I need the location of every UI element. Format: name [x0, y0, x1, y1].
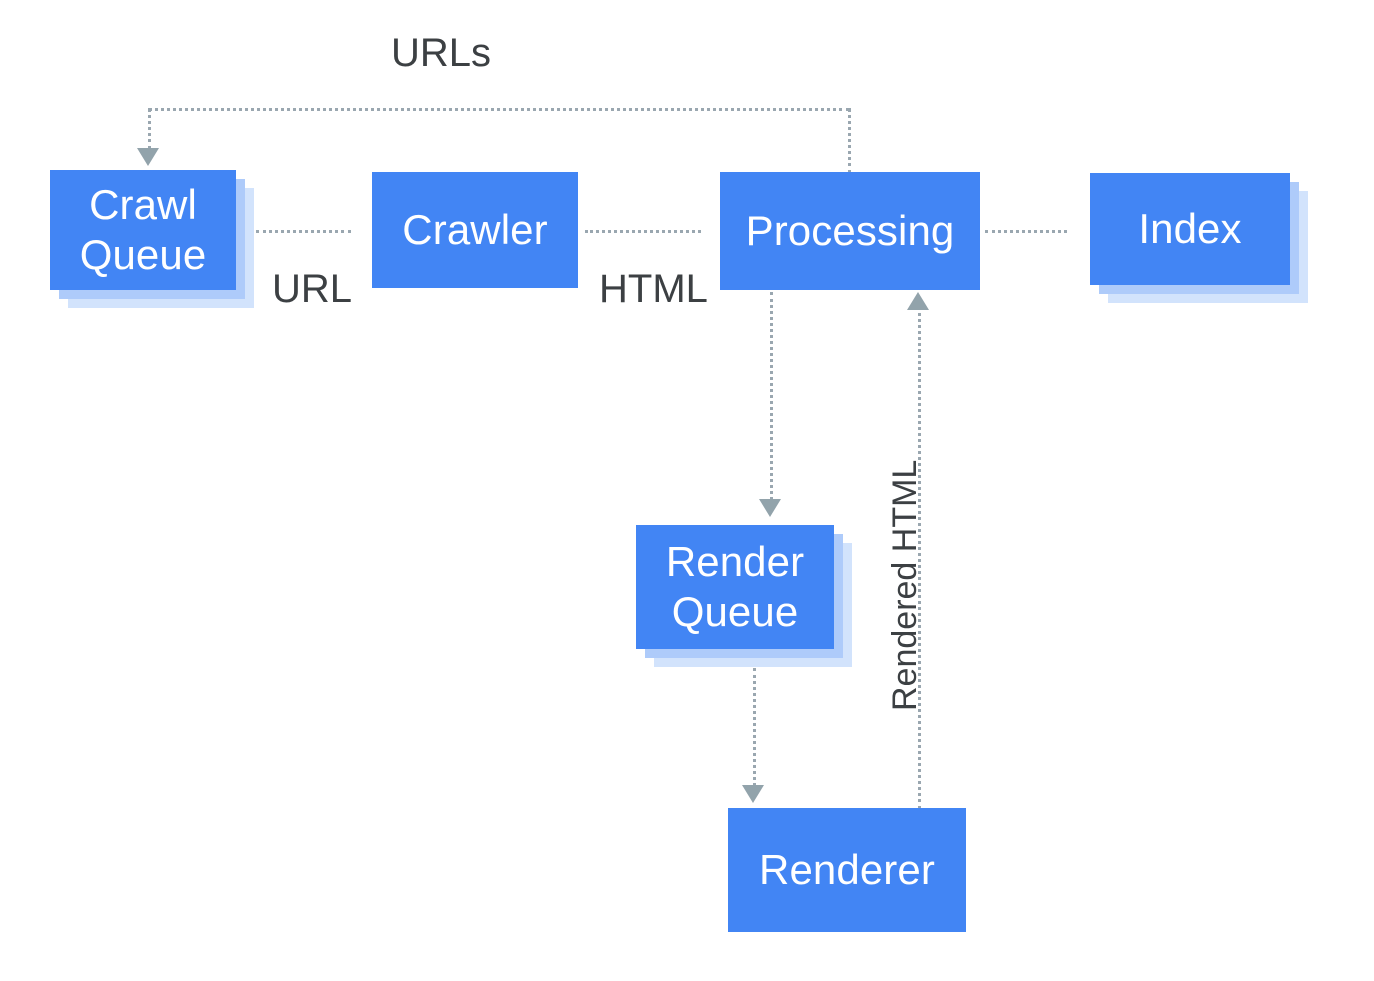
edge-rendered-html-arrowhead: [907, 292, 929, 310]
edge-rendered-html-line: [918, 306, 921, 810]
node-processing-label: Processing: [720, 172, 980, 290]
edge-processing-renderqueue-line: [770, 292, 773, 500]
edge-label-rendered-html: Rendered HTML: [886, 459, 924, 711]
node-index-label: Index: [1090, 173, 1290, 285]
edge-url-line: [256, 230, 351, 233]
node-renderer-label: Renderer: [728, 808, 966, 932]
edge-label-url: URL: [272, 267, 353, 311]
node-index[interactable]: Index: [1090, 173, 1308, 303]
edge-processing-renderqueue-arrowhead: [759, 499, 781, 517]
edge-urls-arrowhead: [137, 148, 159, 166]
edge-urls-segment-down: [148, 108, 151, 150]
edge-renderqueue-renderer-line: [753, 668, 756, 786]
node-render-queue-label: Render Queue: [636, 525, 834, 649]
node-crawler[interactable]: Crawler: [372, 172, 578, 288]
node-crawl-queue[interactable]: Crawl Queue: [50, 170, 254, 308]
edge-html-line: [585, 230, 701, 233]
node-crawler-label: Crawler: [372, 172, 578, 288]
edge-urls-segment-across: [148, 108, 850, 111]
edge-renderqueue-renderer-arrowhead: [742, 785, 764, 803]
edge-processing-index-line: [985, 230, 1067, 233]
edge-label-urls: URLs: [391, 31, 492, 75]
edge-label-html: HTML: [599, 267, 708, 311]
node-render-queue[interactable]: Render Queue: [636, 525, 852, 667]
edge-urls-segment-up: [848, 108, 851, 174]
node-renderer[interactable]: Renderer: [728, 808, 966, 932]
node-processing[interactable]: Processing: [720, 172, 980, 290]
node-crawl-queue-label: Crawl Queue: [50, 170, 236, 290]
